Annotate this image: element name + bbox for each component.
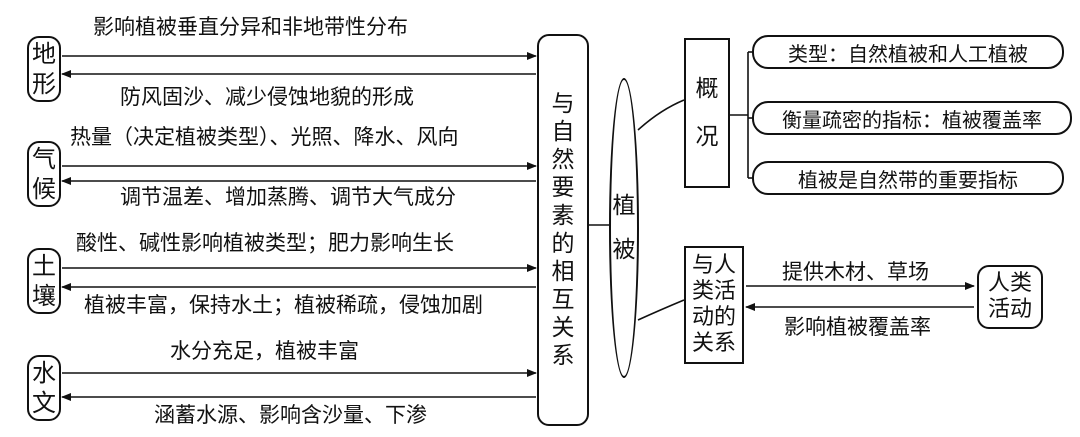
overview-item-type-label: 类型：自然植被和人工植被 <box>788 41 1028 66</box>
impact-text: 影响植被覆盖率 <box>784 315 931 339</box>
terrain-to-text: 影响植被垂直分异和非地带性分布 <box>93 15 408 39</box>
vegetation-node: 植被 <box>609 78 639 378</box>
human-relation-node: 与人类活动的关系 <box>684 246 744 364</box>
natural-elements-relation-label: 与自然要素的相互关系 <box>551 91 575 369</box>
climate-node: 气候 <box>27 141 61 207</box>
hydrology-label: 水文 <box>32 359 56 417</box>
natural-elements-relation-node: 与自然要素的相互关系 <box>537 34 589 426</box>
soil-label: 土壤 <box>32 252 56 310</box>
terrain-node: 地形 <box>27 36 61 102</box>
terrain-from-text: 防风固沙、减少侵蚀地貌的形成 <box>120 85 414 109</box>
overview-node: 概况 <box>684 38 730 188</box>
provide-text: 提供木材、草场 <box>782 260 929 284</box>
soil-to-text: 酸性、碱性影响植被类型；肥力影响生长 <box>76 231 454 255</box>
hydrology-to-text: 水分充足，植被丰富 <box>170 339 359 363</box>
hydrology-from-text: 涵蓄水源、影响含沙量、下渗 <box>154 403 427 427</box>
human-activity-node: 人类活动 <box>977 265 1043 329</box>
climate-from-text: 调节温差、增加蒸腾、调节大气成分 <box>120 185 456 209</box>
line-vegetation-overview <box>637 99 685 131</box>
overview-label: 概况 <box>695 76 719 150</box>
soil-from-text: 植被丰富，保持水土；植被稀疏，侵蚀加剧 <box>84 293 483 317</box>
climate-label: 气候 <box>32 145 56 203</box>
climate-to-text: 热量（决定植被类型）、光照、降水、风向 <box>70 125 459 149</box>
overview-item-indicator-label: 植被是自然带的重要指标 <box>798 167 1018 192</box>
human-activity-label: 人类活动 <box>987 271 1032 322</box>
overview-item-coverage: 衡量疏密的指标：植被覆盖率 <box>752 101 1072 135</box>
line-vegetation-human <box>637 299 685 321</box>
hydrology-node: 水文 <box>27 355 61 421</box>
overview-item-indicator: 植被是自然带的重要指标 <box>752 161 1064 195</box>
soil-node: 土壤 <box>27 248 61 314</box>
overview-item-coverage-label: 衡量疏密的指标：植被覆盖率 <box>782 107 1042 132</box>
terrain-label: 地形 <box>32 40 56 98</box>
overview-item-type: 类型：自然植被和人工植被 <box>752 35 1064 69</box>
vegetation-label: 植被 <box>612 193 636 263</box>
human-relation-label: 与人类活动的关系 <box>691 253 736 356</box>
